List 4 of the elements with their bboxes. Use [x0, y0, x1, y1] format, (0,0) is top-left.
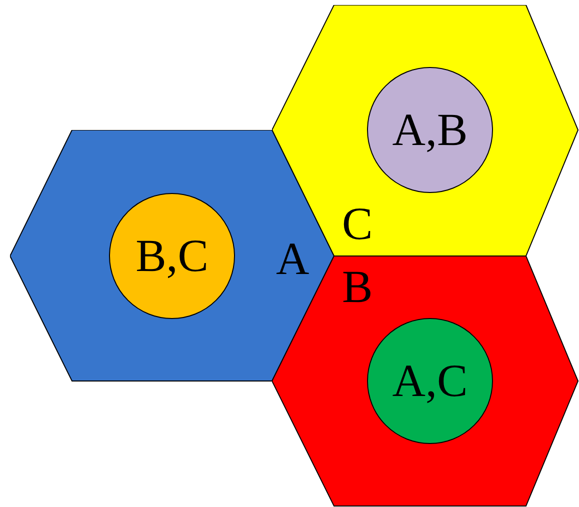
set-label: B	[342, 264, 373, 310]
hexagon	[10, 130, 335, 382]
set-label: A	[276, 236, 310, 282]
set-label: C	[342, 201, 373, 247]
